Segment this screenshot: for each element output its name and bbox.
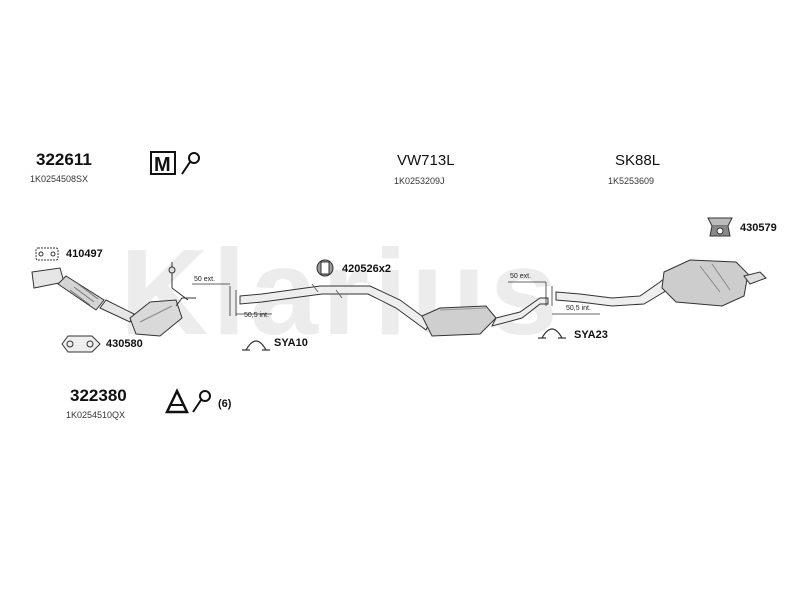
centre-silencer-drawing — [421, 297, 549, 337]
group-main-number-4: 322380 — [70, 386, 127, 405]
rear-pipe-drawing — [555, 271, 677, 307]
joint-marker-2 — [508, 281, 600, 315]
group-main-number-3: SK88L — [615, 152, 661, 169]
group-ref-2: 1K0253209J — [394, 176, 445, 186]
gasket-430580-drawing — [61, 335, 101, 353]
part-label-430580: 430580 — [106, 338, 143, 350]
joint-marker-1 — [192, 283, 272, 316]
manifold-gasket-drawing — [35, 247, 59, 261]
part-label-420526: 420526x2 — [342, 263, 391, 275]
part-label-sya10: SYA10 — [274, 337, 308, 349]
part-label-410497: 410497 — [66, 248, 103, 260]
accessory-quantity: (6) — [218, 398, 232, 410]
part-label-430579: 430579 — [740, 222, 777, 234]
rubber-mount-420526-drawing — [316, 259, 334, 277]
catalytic-converter-drawing — [129, 297, 196, 337]
lambda-sensor-drawing — [168, 262, 189, 301]
front-pipe-drawing — [31, 267, 135, 323]
middle-pipe-drawing — [239, 283, 431, 331]
part-label-sya23: SYA23 — [574, 329, 608, 341]
group-ref-3: 1K5253609 — [608, 176, 655, 186]
group-ref-4: 1K0254510QX — [66, 410, 126, 420]
mounting-kit-icon: M — [150, 151, 200, 176]
dim-int-2: 50,5 int. — [566, 305, 591, 312]
rubber-mount-430579-drawing — [707, 217, 733, 237]
clamp-sya10-drawing — [242, 340, 270, 351]
dim-ext-1: 50 ext. — [194, 276, 216, 283]
group-main-number-1: 322611 — [36, 150, 92, 169]
svg-text:M: M — [154, 154, 171, 176]
dim-ext-2: 50 ext. — [510, 273, 532, 280]
group-ref-1: 1K0254508SX — [30, 174, 89, 184]
clamp-sya23-drawing — [538, 328, 566, 339]
group-main-number-2: VW713L — [397, 152, 455, 169]
accessory-kit-icon — [165, 388, 211, 414]
dim-int-1: 50,5 int. — [244, 312, 269, 319]
rear-silencer-drawing — [661, 259, 767, 307]
